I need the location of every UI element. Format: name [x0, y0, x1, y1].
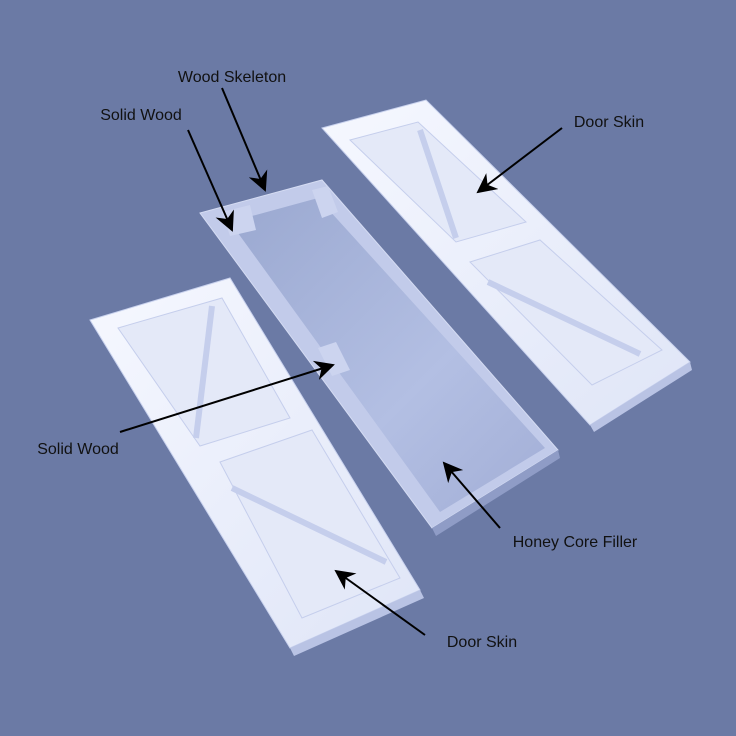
arrow-solid-wood-left: [119, 360, 335, 433]
label-wood-skeleton: Wood Skeleton: [178, 69, 286, 86]
label-door-skin-bottom: Door Skin: [447, 634, 517, 651]
label-solid-wood-left: Solid Wood: [37, 441, 119, 458]
label-honey-core-filler: Honey Core Filler: [513, 534, 638, 551]
door-skin-right: [321, 99, 692, 432]
arrow-door-skin-bottom: [334, 569, 426, 636]
arrow-door-skin-top: [476, 127, 563, 194]
solid-wood-block-middle: [318, 342, 350, 376]
label-solid-wood-top: Solid Wood: [100, 107, 182, 124]
arrow-solid-wood-top: [187, 129, 234, 232]
label-door-skin-top: Door Skin: [574, 114, 644, 131]
arrows: [119, 87, 563, 636]
arrow-honey-core: [442, 461, 501, 529]
door-skin-left: [89, 277, 424, 656]
solid-wood-block-top-right: [312, 186, 338, 218]
arrow-wood-skeleton: [221, 87, 268, 192]
